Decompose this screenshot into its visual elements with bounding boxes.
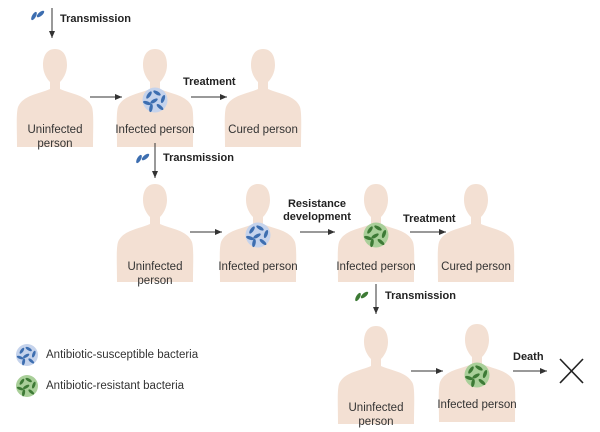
treatment-label: Treatment: [183, 76, 236, 88]
transmission-label: Transmission: [60, 13, 131, 25]
death-cross-icon: [559, 358, 584, 384]
row2-infected-label: Infected person: [218, 261, 298, 273]
row1-infected-label: Infected person: [115, 124, 195, 136]
row3-uninfected-label-2: person: [358, 416, 394, 428]
row3-uninfected-label-1: Uninfected: [348, 402, 404, 414]
legend-susceptible-label: Antibiotic-susceptible bacteria: [46, 349, 199, 361]
bacteria-susceptible-icon: [30, 9, 46, 21]
row2-uninfected-label-1: Uninfected: [127, 261, 183, 273]
row1-uninfected-label-1: Uninfected: [27, 124, 83, 136]
resistance-label-1: Resistance: [287, 198, 347, 210]
transmission-label: Transmission: [385, 290, 456, 302]
treatment-label: Treatment: [403, 213, 456, 225]
legend-resistant-label: Antibiotic-resistant bacteria: [46, 380, 185, 392]
row1-cured-label: Cured person: [228, 124, 298, 136]
row3-infected-label: Infected person: [437, 399, 517, 411]
row2-infected-resistant-label: Infected person: [336, 261, 416, 273]
death-label: Death: [513, 351, 544, 363]
transmission-label: Transmission: [163, 152, 234, 164]
row1-uninfected-label-2: person: [37, 138, 73, 150]
bacteria-susceptible-icon: [135, 152, 151, 164]
row2-uninfected-label-2: person: [137, 275, 173, 287]
bacteria-resistant-icon: [354, 290, 370, 302]
resistance-label-2: development: [283, 211, 351, 223]
row2-cured-label: Cured person: [441, 261, 511, 273]
